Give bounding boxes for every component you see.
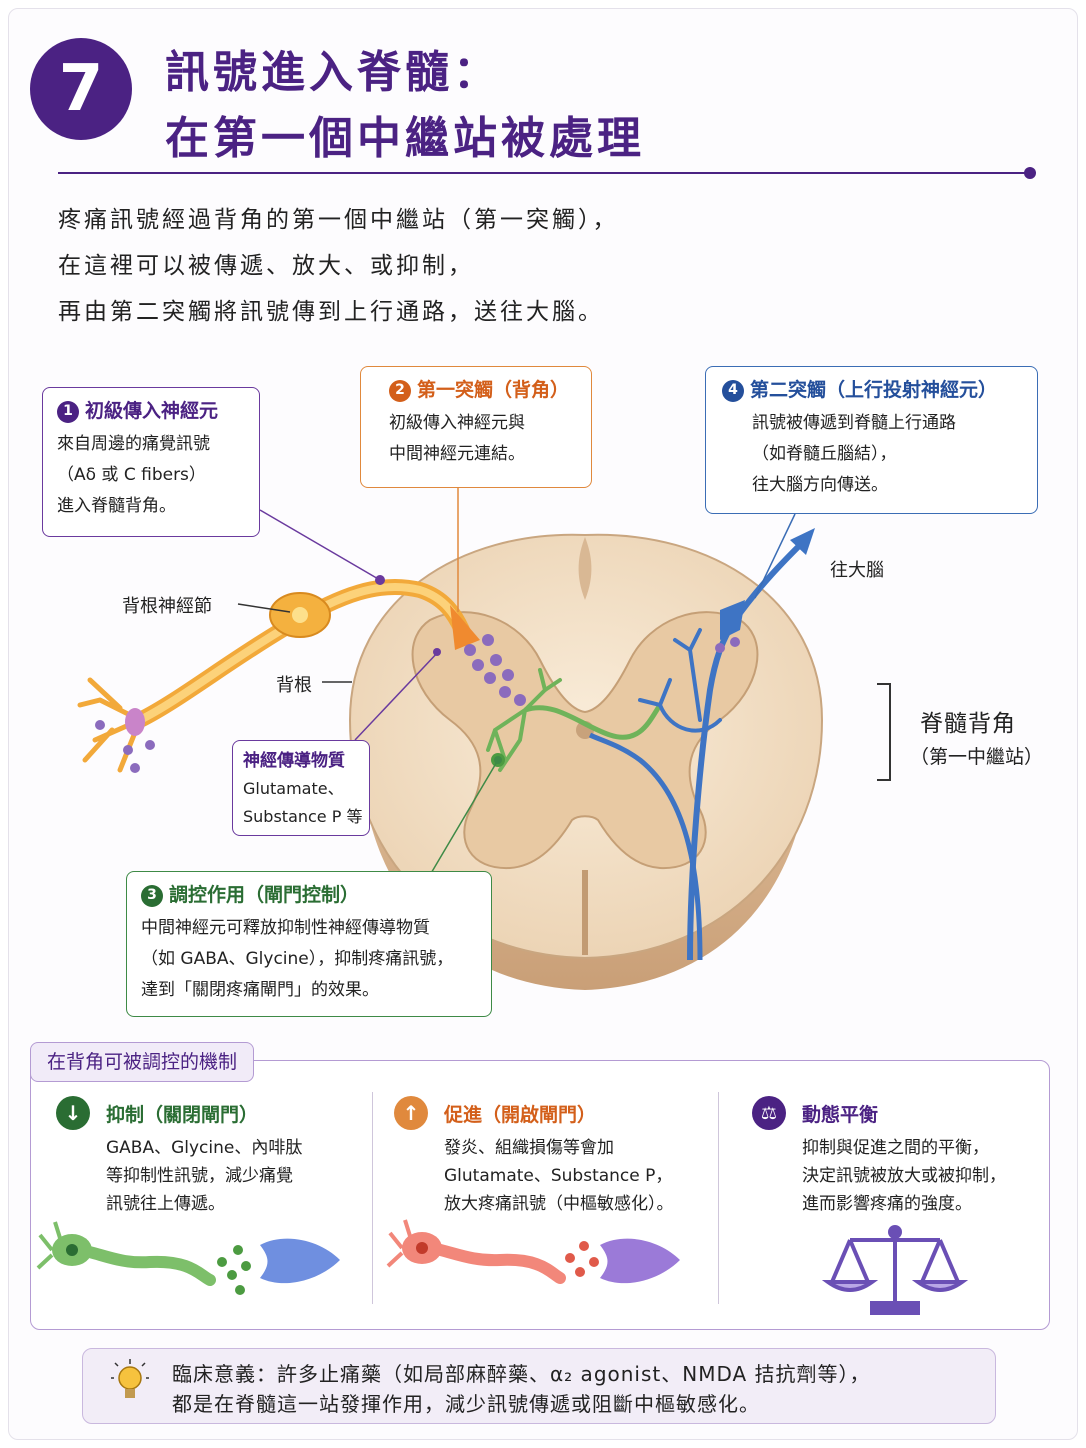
neurotransmitter-vesicles [464,634,526,706]
label-to-brain: 往大腦 [830,560,884,581]
arrow-up-icon: ↑ [394,1096,428,1130]
callout-line: 中間神經元可釋放抑制性神經傳導物質 [141,918,430,938]
step-number-badge: 7 [30,38,132,140]
callout-number-4: 4 [722,379,744,402]
mechanism-text: 訊號往上傳遞。 [106,1194,225,1214]
mechanism-text: Glutamate、Substance P， [444,1166,673,1186]
primary-afferent-neuron [77,579,480,773]
mechanisms-tab: 在背角可被調控的機制 [30,1042,255,1082]
callout-title: 神經傳導物質 [243,751,345,771]
lightbulb-icon [110,1356,150,1412]
callout-number-1: 1 [57,400,79,423]
mechanism-text: 進而影響疼痛的強度。 [802,1194,972,1214]
mechanism-text: 決定訊號被放大或被抑制， [802,1166,1006,1186]
balance-scale-icon [821,1225,969,1315]
callout-line: Substance P 等 [243,807,363,826]
leader-lines [237,488,891,876]
callout-modulation: 3 調控作用（閘門控制） 中間神經元可釋放抑制性神經傳導物質 （如 GABA、Gl… [126,871,492,1017]
callout-line: Glutamate、 [243,779,344,798]
callout-first-synapse: 2 第一突觸（背角） 初級傳入神經元與 中間神經元連結。 [360,366,592,488]
intro-line-3: 再由第二突觸將訊號傳到上行通路，送往大腦。 [58,299,604,325]
callout-neurotransmitter: 神經傳導物質 Glutamate、 Substance P 等 [232,740,370,836]
mechanism-text: GABA、Glycine、內啡肽 [106,1138,303,1158]
callout-primary-afferent: 1 初級傳入神經元 來自周邊的痛覺訊號 （Aδ 或 C fibers） 進入脊髓背… [42,387,260,537]
projection-neuron [588,528,815,961]
callout-line: （如脊髓丘腦結）， [752,444,897,464]
callout-title: 調控作用（閘門控制） [169,884,360,906]
mechanism-title-facilitate: 促進（開啟閘門） [444,1104,597,1126]
facilitatory-neuron-icon [386,1219,680,1284]
scale-icon: ⚖ [752,1096,786,1130]
callout-title: 初級傳入神經元 [85,400,219,422]
mechanism-text: 抑制與促進之間的平衡， [802,1138,989,1158]
interneuron [486,668,663,772]
title-divider [58,172,1030,174]
column-divider [372,1092,373,1304]
mechanisms-panel [30,1060,1050,1330]
mechanism-text: 等抑制性訊號，減少痛覺 [106,1166,293,1186]
intro-line-2: 在這裡可以被傳遞、放大、或抑制， [58,253,474,279]
label-dorsal-horn: 脊髓背角 [920,711,1016,737]
page-title-line2: 在第一個中繼站被處理 [165,113,645,164]
mechanism-text: 發炎、組織損傷等會加 [444,1138,614,1158]
mechanism-title-inhibit: 抑制（關閉閘門） [106,1104,259,1126]
page-title-line1: 訊號進入脊髓： [165,47,501,98]
clinical-note [82,1348,996,1424]
callout-second-synapse: 4 第二突觸（上行投射神經元） 訊號被傳遞到脊髓上行通路 （如脊髓丘腦結）， 往大… [705,366,1038,514]
inhibitory-neuron-icon [36,1221,340,1295]
label-dorsal-root: 背根 [276,675,312,696]
callout-line: （如 GABA、Glycine），抑制疼痛訊號， [141,949,454,969]
callout-title: 第一突觸（背角） [417,379,570,401]
mechanism-text: 放大疼痛訊號（中樞敏感化）。 [444,1194,674,1214]
label-dorsal-root-ganglion: 背根神經節 [122,596,212,617]
callout-line: 達到「關閉疼痛閘門」的效果。 [141,980,379,1000]
title-divider-dot [1024,167,1036,179]
arrow-down-icon: ↓ [56,1096,90,1130]
callout-line: （Aδ 或 C fibers） [57,465,206,485]
label-dorsal-horn-sub: （第一中繼站） [910,746,1044,768]
callout-line: 來自周邊的痛覺訊號 [57,434,210,454]
callout-line: 進入脊髓背角。 [57,496,176,516]
callout-number-3: 3 [141,884,163,907]
clinical-line-2: 都是在脊髓這一站發揮作用，減少訊號傳遞或阻斷中樞敏感化。 [172,1392,760,1416]
callout-line: 往大腦方向傳送。 [752,475,888,495]
intro-line-1: 疼痛訊號經過背角的第一個中繼站（第一突觸）， [58,207,619,233]
callout-title: 第二突觸（上行投射神經元） [750,379,998,401]
callout-number-2: 2 [389,379,411,402]
mechanism-title-balance: 動態平衡 [802,1104,879,1126]
callout-line: 初級傳入神經元與 [389,413,525,433]
callout-line: 訊號被傳遞到脊髓上行通路 [752,413,956,433]
callout-line: 中間神經元連結。 [389,444,525,464]
clinical-line-1: 臨床意義：許多止痛藥（如局部麻醉藥、α₂ agonist、NMDA 拮抗劑等）， [172,1362,871,1386]
column-divider [718,1092,719,1304]
